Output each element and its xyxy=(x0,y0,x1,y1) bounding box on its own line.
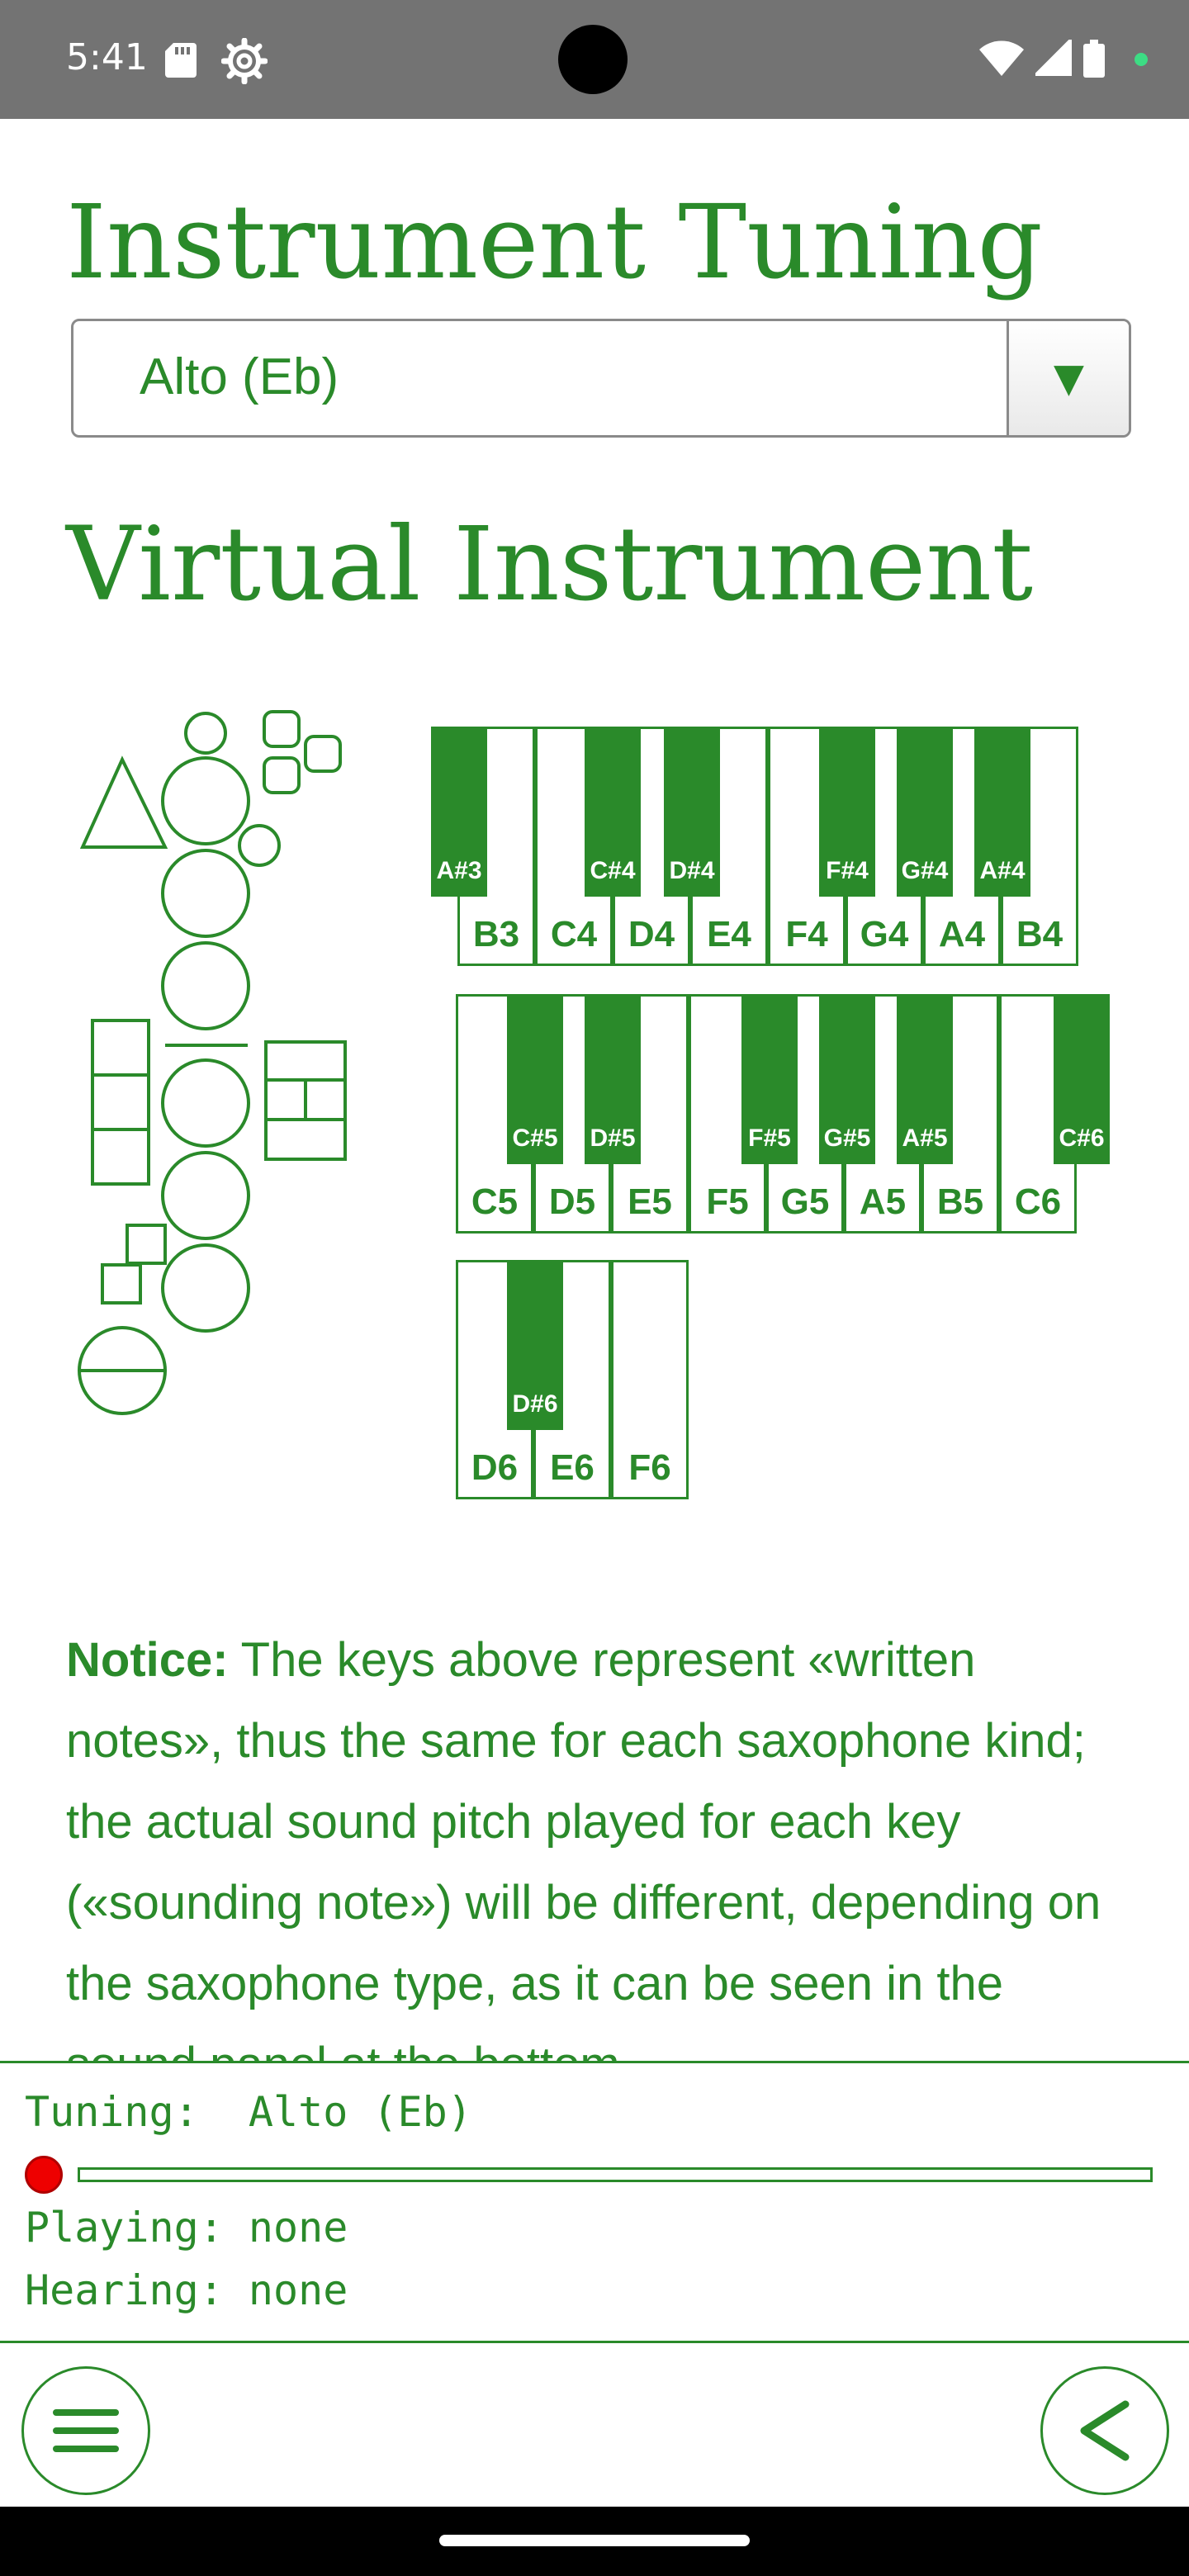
black-key-c#5[interactable]: C#5 xyxy=(507,994,563,1164)
back-button[interactable] xyxy=(1040,2366,1169,2495)
home-gesture-handle[interactable] xyxy=(439,2535,750,2546)
key-label: C6 xyxy=(1014,1181,1062,1222)
key-label: A#4 xyxy=(979,857,1026,884)
black-key-d#4[interactable]: D#4 xyxy=(664,727,720,897)
key-label: G4 xyxy=(860,914,909,954)
palm-key-eb[interactable] xyxy=(304,735,342,773)
sound-progress-bar[interactable] xyxy=(78,2167,1153,2182)
pinky-key-2[interactable] xyxy=(101,1263,142,1305)
key-label: C4 xyxy=(550,914,598,954)
side-key-3[interactable] xyxy=(91,1128,150,1186)
key-label: F6 xyxy=(628,1447,671,1488)
key-label: F5 xyxy=(706,1181,749,1222)
black-key-c#6[interactable]: C#6 xyxy=(1054,994,1110,1164)
key-label: D6 xyxy=(471,1447,519,1488)
black-key-a#3[interactable]: A#3 xyxy=(431,727,487,897)
sd-card-icon xyxy=(165,43,197,82)
panel-hearing-line: Hearing: none xyxy=(25,2266,348,2314)
keyboard-row-2: C5 D5 E5 F5 G5 A5 B5 C6 C#5 D#5 F#5 G#5 … xyxy=(456,994,1116,1237)
front-f-key[interactable] xyxy=(79,755,168,849)
key-label: G5 xyxy=(780,1181,830,1222)
black-key-d#5[interactable]: D#5 xyxy=(585,994,641,1164)
right-hand-key-2[interactable] xyxy=(161,1151,250,1240)
bis-key[interactable] xyxy=(238,824,281,867)
chevron-left-icon xyxy=(1080,2400,1130,2461)
status-time: 5:41 xyxy=(66,36,148,78)
key-label: A#3 xyxy=(436,857,482,884)
black-key-a#4[interactable]: A#4 xyxy=(974,727,1030,897)
sound-panel: Tuning: Alto (Eb) Playing: none Hearing:… xyxy=(0,2061,1189,2343)
key-label: F#4 xyxy=(826,857,869,884)
front-camera xyxy=(558,25,628,94)
key-label: G#4 xyxy=(901,857,949,884)
notice-paragraph: Notice: The keys above represent «writte… xyxy=(66,1620,1139,2066)
octave-key[interactable] xyxy=(184,712,227,755)
key-label: C5 xyxy=(471,1181,519,1222)
notice-text: The keys above represent «written notes»… xyxy=(66,1633,1101,2066)
left-hand-key-2[interactable] xyxy=(161,849,250,938)
right-hand-key-3[interactable] xyxy=(161,1243,250,1333)
key-label: B5 xyxy=(936,1181,984,1222)
saxophone-fingering-diagram xyxy=(73,707,353,1424)
low-bb-key[interactable] xyxy=(78,1326,167,1415)
key-label: E4 xyxy=(707,914,751,954)
white-key-f6[interactable]: F6 xyxy=(611,1260,689,1499)
right-hand-key-1[interactable] xyxy=(161,1058,250,1148)
palm-key-d[interactable] xyxy=(263,710,301,748)
side-key-2[interactable] xyxy=(91,1073,150,1131)
keyboard-row-3: D6 E6 F6 D#6 xyxy=(456,1260,703,1503)
system-navigation-bar xyxy=(0,2507,1189,2576)
key-label: C#5 xyxy=(512,1125,558,1152)
black-key-c#4[interactable]: C#4 xyxy=(585,727,641,897)
wifi-icon xyxy=(979,40,1024,80)
black-key-g#5[interactable]: G#5 xyxy=(819,994,875,1164)
black-key-a#5[interactable]: A#5 xyxy=(897,994,953,1164)
key-label: B3 xyxy=(472,914,520,954)
black-key-f#4[interactable]: F#4 xyxy=(819,727,875,897)
left-hand-key-1[interactable] xyxy=(161,756,250,845)
key-label: E6 xyxy=(550,1447,594,1488)
key-label: D#5 xyxy=(590,1125,636,1152)
key-label: C#4 xyxy=(590,857,636,884)
key-label: D5 xyxy=(548,1181,596,1222)
notice-label: Notice: xyxy=(66,1633,229,1687)
cell-signal-icon xyxy=(1030,34,1074,80)
key-label: D4 xyxy=(628,914,675,954)
palm-key-f[interactable] xyxy=(263,756,301,794)
tuning-select-value: Alto (Eb) xyxy=(140,348,339,405)
hamburger-menu-icon xyxy=(53,2409,119,2452)
tuning-select-dropdown-button[interactable]: ▼ xyxy=(1007,321,1129,435)
panel-tuning-line: Tuning: Alto (Eb) xyxy=(25,2088,472,2136)
triangle-down-icon: ▼ xyxy=(1054,355,1084,401)
key-label: D#4 xyxy=(669,857,715,884)
panel-playing-line: Playing: none xyxy=(25,2204,348,2252)
instrument-title: Virtual Instrument xyxy=(66,505,1034,624)
record-indicator-icon xyxy=(25,2156,63,2194)
battery-icon xyxy=(1083,40,1105,82)
side-key-1[interactable] xyxy=(91,1019,150,1077)
keyboard-row-1: B3 C4 D4 E4 F4 G4 A4 B4 A#3 C#4 D#4 F#4 … xyxy=(431,727,1083,969)
pinky-key-1[interactable] xyxy=(126,1224,167,1265)
left-hand-key-3[interactable] xyxy=(161,941,250,1030)
settings-gear-icon xyxy=(220,37,268,88)
key-label: A5 xyxy=(859,1181,907,1222)
status-bar: 5:41 xyxy=(0,0,1189,119)
key-label: G#5 xyxy=(823,1125,871,1152)
notification-dot-icon xyxy=(1135,53,1148,66)
tuning-title: Instrument Tuning xyxy=(66,183,1043,302)
key-label: F4 xyxy=(785,914,828,954)
key-label: A4 xyxy=(938,914,986,954)
black-key-f#5[interactable]: F#5 xyxy=(741,994,798,1164)
key-label: D#6 xyxy=(512,1390,558,1418)
key-label: B4 xyxy=(1016,914,1063,954)
black-key-d#6[interactable]: D#6 xyxy=(507,1260,563,1430)
menu-button[interactable] xyxy=(21,2366,150,2495)
side-key-group[interactable] xyxy=(264,1040,347,1161)
key-label: F#5 xyxy=(748,1125,791,1152)
key-label: A#5 xyxy=(902,1125,948,1152)
key-label: E5 xyxy=(628,1181,672,1222)
black-key-g#4[interactable]: G#4 xyxy=(897,727,953,897)
tuning-select[interactable]: Alto (Eb) ▼ xyxy=(71,319,1131,438)
key-label: C#6 xyxy=(1059,1125,1105,1152)
